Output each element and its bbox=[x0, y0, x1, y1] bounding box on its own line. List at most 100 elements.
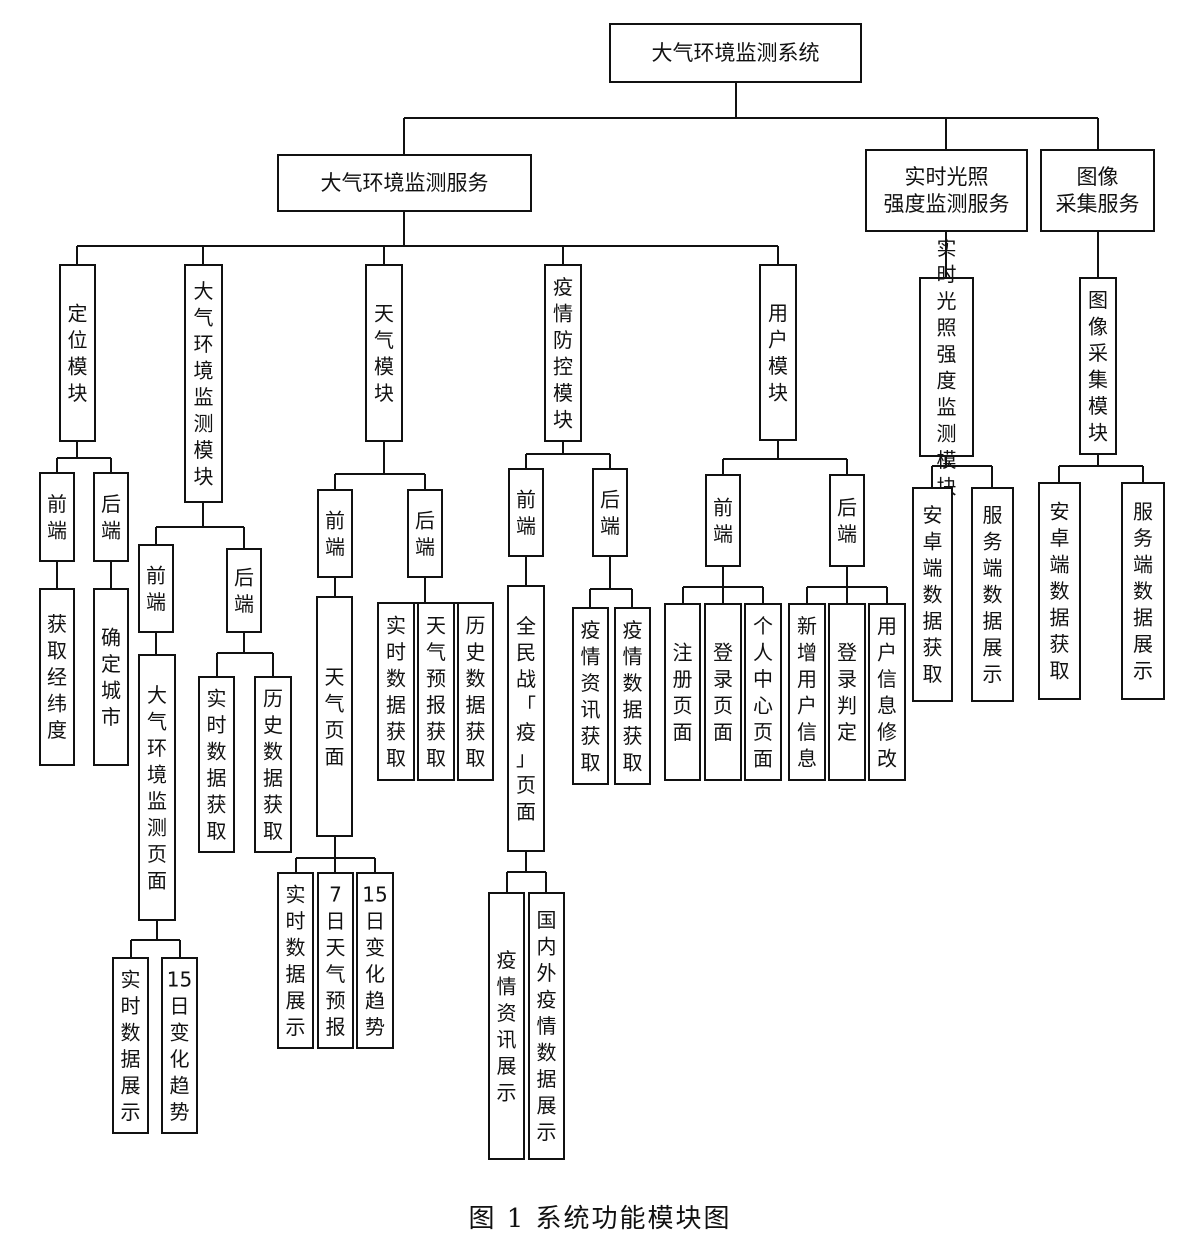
user-back-item-3-label: 用户信息修改 bbox=[877, 614, 897, 771]
epidemic-back-item-2-frame bbox=[614, 607, 651, 785]
atmos-back-item-2-label: 历史数据获取 bbox=[263, 686, 283, 843]
epidemic-back-label: 后端 bbox=[600, 487, 620, 538]
atmos-page-item-1: 实时数据展示 bbox=[112, 957, 149, 1134]
light-item-2-label: 服务端数据展示 bbox=[983, 503, 1003, 686]
weather-page-item-3-frame bbox=[356, 872, 394, 1049]
atmos-back-item-1-frame bbox=[198, 676, 235, 853]
image-item-1: 安卓端数据获取 bbox=[1038, 482, 1081, 700]
weather-back-item-2-label: 天气预报获取 bbox=[426, 613, 446, 770]
service-atmos: 大气环境监测服务 bbox=[277, 154, 532, 212]
atmos-page-item-2-frame bbox=[161, 957, 198, 1134]
epidemic-back-item-1-label: 疫情资讯获取 bbox=[581, 618, 601, 775]
user-back-item-1-frame bbox=[788, 603, 826, 781]
epidemic-back-item-1: 疫情资讯获取 bbox=[572, 607, 609, 785]
location-front-frame bbox=[39, 472, 75, 562]
atmos-back-label: 后端 bbox=[234, 565, 254, 616]
location-front-item-label: 获取经纬度 bbox=[47, 612, 67, 742]
module-location-label: 定位模块 bbox=[68, 301, 88, 405]
module-user: 用户模块 bbox=[759, 264, 797, 441]
root-box-frame bbox=[609, 23, 862, 83]
epidemic-back-item-1-frame bbox=[572, 607, 609, 785]
module-image-frame bbox=[1079, 277, 1117, 455]
service-image-frame bbox=[1040, 149, 1155, 232]
weather-back-item-3-frame bbox=[457, 602, 494, 781]
weather-back-item-2-frame bbox=[417, 602, 455, 781]
weather-front-label: 前端 bbox=[325, 508, 345, 559]
service-light-frame bbox=[865, 149, 1028, 232]
epidemic-page-item-2: 国内外疫情数据展示 bbox=[528, 892, 565, 1160]
epidemic-front-frame bbox=[508, 468, 544, 557]
location-front-label: 前端 bbox=[47, 492, 67, 543]
user-front-item-1-label: 注册页面 bbox=[673, 640, 693, 744]
weather-back-item-1: 实时数据获取 bbox=[377, 602, 415, 781]
image-item-2-frame bbox=[1121, 482, 1165, 700]
user-front-item-2-label: 登录页面 bbox=[713, 640, 733, 744]
location-back-item-label: 确定城市 bbox=[101, 625, 121, 729]
image-item-2-label: 服务端数据展示 bbox=[1133, 500, 1153, 683]
weather-front: 前端 bbox=[317, 489, 353, 578]
module-image: 图像采集模块 bbox=[1079, 277, 1117, 455]
user-back-item-1-label: 新增用户信息 bbox=[797, 614, 817, 771]
weather-page-item-1-label: 实时数据展示 bbox=[286, 882, 306, 1039]
service-image: 图像采集服务 bbox=[1040, 149, 1155, 232]
weather-back-item-3: 历史数据获取 bbox=[457, 602, 494, 781]
epidemic-back-item-2: 疫情数据获取 bbox=[614, 607, 651, 785]
root-box: 大气环境监测系统 bbox=[609, 23, 862, 83]
epidemic-page-frame bbox=[507, 585, 545, 852]
epidemic-back: 后端 bbox=[592, 468, 628, 557]
epidemic-back-item-2-label: 疫情数据获取 bbox=[623, 618, 643, 775]
weather-back-item-3-label: 历史数据获取 bbox=[466, 613, 486, 770]
user-front-item-1-frame bbox=[664, 603, 701, 781]
user-front-item-2-frame bbox=[704, 603, 742, 781]
user-front-label: 前端 bbox=[713, 495, 733, 546]
user-front-item-3: 个人中心页面 bbox=[744, 603, 782, 781]
atmos-back-item-1-label: 实时数据获取 bbox=[207, 686, 227, 843]
module-user-label: 用户模块 bbox=[768, 301, 788, 405]
light-item-1-frame bbox=[912, 487, 953, 702]
location-back-label: 后端 bbox=[101, 492, 121, 543]
light-item-1: 安卓端数据获取 bbox=[912, 487, 953, 702]
module-epidemic: 疫情防控模块 bbox=[544, 264, 582, 442]
module-image-label: 图像采集模块 bbox=[1088, 288, 1108, 445]
weather-page-item-2-frame bbox=[317, 872, 354, 1049]
user-front-item-2: 登录页面 bbox=[704, 603, 742, 781]
epidemic-page-item-1-label: 疫情资讯展示 bbox=[497, 948, 517, 1105]
image-item-1-label: 安卓端数据获取 bbox=[1050, 500, 1070, 683]
user-back-label: 后端 bbox=[837, 495, 857, 546]
atmos-front: 前端 bbox=[138, 544, 174, 633]
figure-caption: 图 1 系统功能模块图 bbox=[468, 1204, 732, 1234]
atmos-back-item-2: 历史数据获取 bbox=[254, 676, 292, 853]
epidemic-back-frame bbox=[592, 468, 628, 557]
service-image-label: 图像采集服务 bbox=[1056, 165, 1140, 216]
atmos-page-item-1-label: 实时数据展示 bbox=[121, 967, 141, 1124]
light-item-2: 服务端数据展示 bbox=[971, 487, 1014, 702]
user-front-item-3-frame bbox=[744, 603, 782, 781]
atmos-front-label: 前端 bbox=[146, 563, 166, 614]
atmos-front-frame bbox=[138, 544, 174, 633]
weather-page-item-1-frame bbox=[277, 872, 314, 1049]
root-box-label: 大气环境监测系统 bbox=[652, 41, 820, 65]
user-front-item-1: 注册页面 bbox=[664, 603, 701, 781]
image-item-2: 服务端数据展示 bbox=[1121, 482, 1165, 700]
location-back-item: 确定城市 bbox=[93, 588, 129, 766]
weather-page-item-1: 实时数据展示 bbox=[277, 872, 314, 1049]
user-front: 前端 bbox=[705, 474, 741, 567]
service-atmos-frame bbox=[277, 154, 532, 212]
module-location: 定位模块 bbox=[59, 264, 96, 442]
user-back-item-1: 新增用户信息 bbox=[788, 603, 826, 781]
weather-back-label: 后端 bbox=[415, 508, 435, 559]
epidemic-page-item-2-label: 国内外疫情数据展示 bbox=[537, 908, 557, 1144]
atmos-back: 后端 bbox=[226, 548, 262, 633]
location-front-item-frame bbox=[39, 588, 75, 766]
light-item-1-label: 安卓端数据获取 bbox=[923, 503, 943, 686]
user-back-item-3-frame bbox=[868, 603, 906, 781]
user-front-frame bbox=[705, 474, 741, 567]
atmos-page-item-1-frame bbox=[112, 957, 149, 1134]
service-light-label: 实时光照强度监测服务 bbox=[884, 165, 1010, 216]
atmos-page-label: 大气环境监测页面 bbox=[147, 683, 167, 893]
weather-page-label: 天气页面 bbox=[325, 665, 345, 769]
epidemic-page-item-1: 疫情资讯展示 bbox=[488, 892, 525, 1160]
